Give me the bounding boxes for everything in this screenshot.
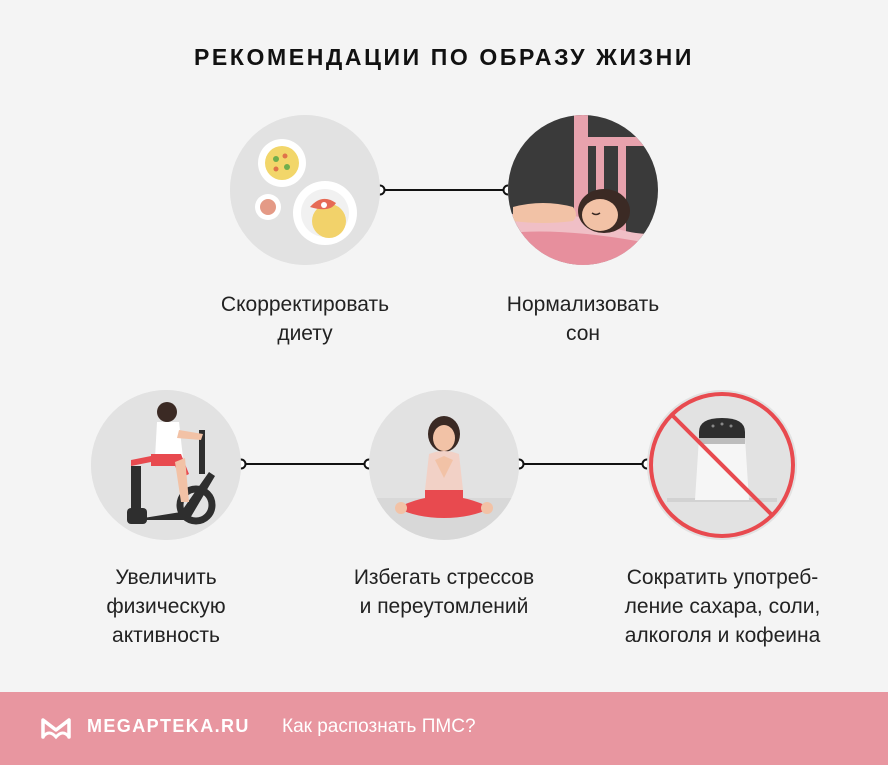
no-salt-shaker-icon bbox=[647, 390, 797, 540]
label-salt: Сократить употреб-ление сахара, соли,алк… bbox=[624, 566, 821, 647]
article-link[interactable]: Как распознать ПМС? bbox=[282, 716, 476, 737]
exercise-bike-icon bbox=[91, 390, 241, 540]
meditation-icon bbox=[369, 390, 519, 540]
footer-bar: MEGAPTEKA.RU Как распознать ПМС? bbox=[0, 692, 888, 765]
connector-activity-stress bbox=[235, 458, 375, 470]
brand-name[interactable]: MEGAPTEKA.RU bbox=[87, 716, 250, 736]
connector-stress-salt bbox=[513, 458, 653, 470]
connector-diet-sleep bbox=[374, 184, 514, 196]
food-plates-icon bbox=[230, 115, 380, 265]
page-title: РЕКОМЕНДАЦИИ ПО ОБРАЗУ ЖИЗНИ bbox=[193, 44, 695, 70]
megapteka-logo-icon bbox=[41, 718, 71, 740]
sleeping-woman-icon bbox=[508, 115, 658, 265]
